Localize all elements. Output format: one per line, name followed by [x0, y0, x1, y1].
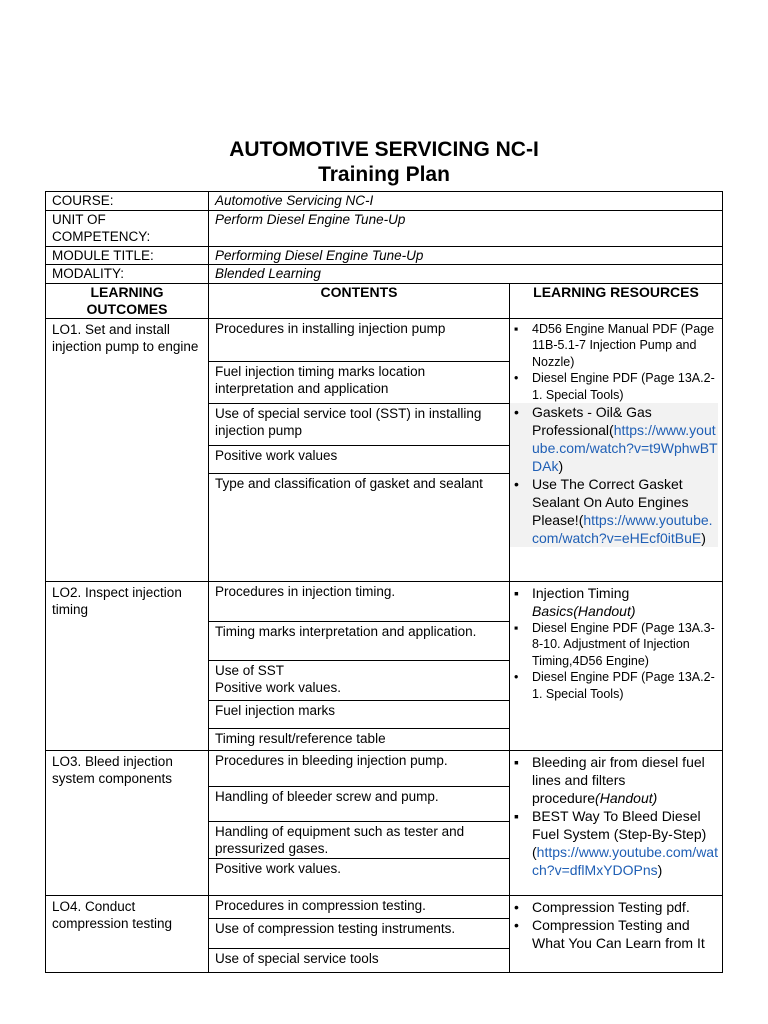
lo4-resource-list: •Compression Testing pdf. •Compression T… [510, 896, 718, 952]
gasket-video-link[interactable]: https://www.youtube.com/watch?v=t9WphwBT… [532, 422, 718, 474]
lo2-resources: ▪Injection Timing Basics(Handout) ▪Diese… [509, 580, 723, 751]
module-value: Performing Diesel Engine Tune-Up [208, 245, 723, 265]
lo4-outcome: LO4. Conduct compression testing [45, 894, 209, 973]
lo4-contents: Procedures in compression testing. Use o… [208, 894, 510, 973]
list-item: ▪BEST Way To Bleed Diesel Fuel System (S… [514, 807, 718, 878]
list-item: ▪Diesel Engine PDF (Page 13A.3-8-10. Adj… [514, 620, 715, 668]
lo3-content-2: Handling of bleeder screw and pump. [209, 785, 509, 821]
lo1-resource-list: ▪4D56 Engine Manual PDF (Page 11B-5.1-7 … [510, 319, 718, 547]
lo2-resource-list: ▪Injection Timing Basics(Handout) ▪Diese… [510, 582, 718, 703]
modality-value: Blended Learning [208, 264, 723, 284]
document-subtitle: Training Plan [318, 163, 450, 186]
list-item: •Use The Correct Gasket Sealant On Auto … [510, 475, 718, 547]
unit-value: Perform Diesel Engine Tune-Up [208, 209, 723, 247]
lo1-contents: Procedures in installing injection pump … [208, 317, 510, 582]
lo1-content-3: Use of special service tool (SST) in ins… [209, 402, 509, 445]
course-row: COURSE: Automotive Servicing NC-I [45, 191, 723, 211]
course-value: Automotive Servicing NC-I [208, 191, 723, 211]
module-label: MODULE TITLE: [45, 245, 209, 265]
lo1-content-1: Procedures in installing injection pump [215, 320, 446, 336]
lo4-resources: •Compression Testing pdf. •Compression T… [509, 894, 723, 973]
document-title: AUTOMOTIVE SERVICING NC-I [229, 138, 539, 161]
lo3-row: LO3. Bleed injection system components P… [45, 749, 723, 896]
lo1-outcome: LO1. Set and install injection pump to e… [45, 317, 209, 582]
list-item: •Diesel Engine PDF (Page 13A.2-1. Specia… [514, 371, 715, 402]
module-row: MODULE TITLE: Performing Diesel Engine T… [45, 245, 723, 265]
course-label: COURSE: [45, 191, 209, 211]
sealant-video-link[interactable]: https://www.youtube.com/watch?v=eHEcf0it… [532, 512, 713, 546]
list-item: ▪Bleeding air from diesel fuel lines and… [514, 753, 705, 806]
lo1-content-4: Positive work values [209, 444, 509, 473]
lo3-contents: Procedures in bleeding injection pump. H… [208, 749, 510, 896]
list-item: •Diesel Engine PDF (Page 13A.2-1. Specia… [514, 670, 715, 701]
lo2-content-4: Fuel injection marks [209, 699, 509, 728]
header-contents: CONTENTS [208, 282, 510, 319]
header-resources: LEARNING RESOURCES [509, 282, 723, 319]
lo4-content-1: Procedures in compression testing. [215, 897, 426, 913]
lo1-row: LO1. Set and install injection pump to e… [45, 317, 723, 582]
lo2-contents: Procedures in injection timing. Timing m… [208, 580, 510, 751]
lo4-row: LO4. Conduct compression testing Procedu… [45, 894, 723, 973]
list-item: •Gaskets - Oil& Gas Professional(https:/… [510, 403, 718, 475]
lo3-content-4: Positive work values. [209, 857, 509, 895]
lo3-resource-list: ▪Bleeding air from diesel fuel lines and… [510, 751, 718, 879]
lo4-content-2: Use of compression testing instruments. [209, 917, 509, 948]
lo2-outcome: LO2. Inspect injection timing [45, 580, 209, 751]
lo1-content-2: Fuel injection timing marks location int… [209, 360, 509, 403]
lo3-resources: ▪Bleeding air from diesel fuel lines and… [509, 749, 723, 896]
lo2-row: LO2. Inspect injection timing Procedures… [45, 580, 723, 751]
list-item: •Compression Testing and What You Can Le… [514, 916, 705, 951]
lo1-resources: ▪4D56 Engine Manual PDF (Page 11B-5.1-7 … [509, 317, 723, 582]
lo2-content-5: Timing result/reference table [209, 727, 509, 750]
list-item: ▪4D56 Engine Manual PDF (Page 11B-5.1-7 … [514, 321, 715, 369]
lo3-content-3: Handling of equipment such as tester and… [209, 820, 509, 858]
bleed-video-link[interactable]: https://www.youtube.com/watch?v=dflMxYDO… [532, 843, 718, 878]
lo3-content-1: Procedures in bleeding injection pump. [215, 752, 448, 768]
lo2-content-1: Procedures in injection timing. [215, 583, 396, 599]
list-item: ▪Injection Timing Basics(Handout) [514, 584, 636, 619]
training-plan-table: COURSE: Automotive Servicing NC-I UNIT O… [45, 191, 723, 973]
lo3-outcome: LO3. Bleed injection system components [45, 749, 209, 896]
list-item: •Compression Testing pdf. [514, 898, 690, 915]
lo1-content-5: Type and classification of gasket and se… [209, 472, 509, 581]
modality-row: MODALITY: Blended Learning [45, 264, 723, 284]
modality-label: MODALITY: [45, 264, 209, 284]
lo4-content-3: Use of special service tools [209, 947, 509, 972]
lo2-content-2: Timing marks interpretation and applicat… [209, 620, 509, 660]
